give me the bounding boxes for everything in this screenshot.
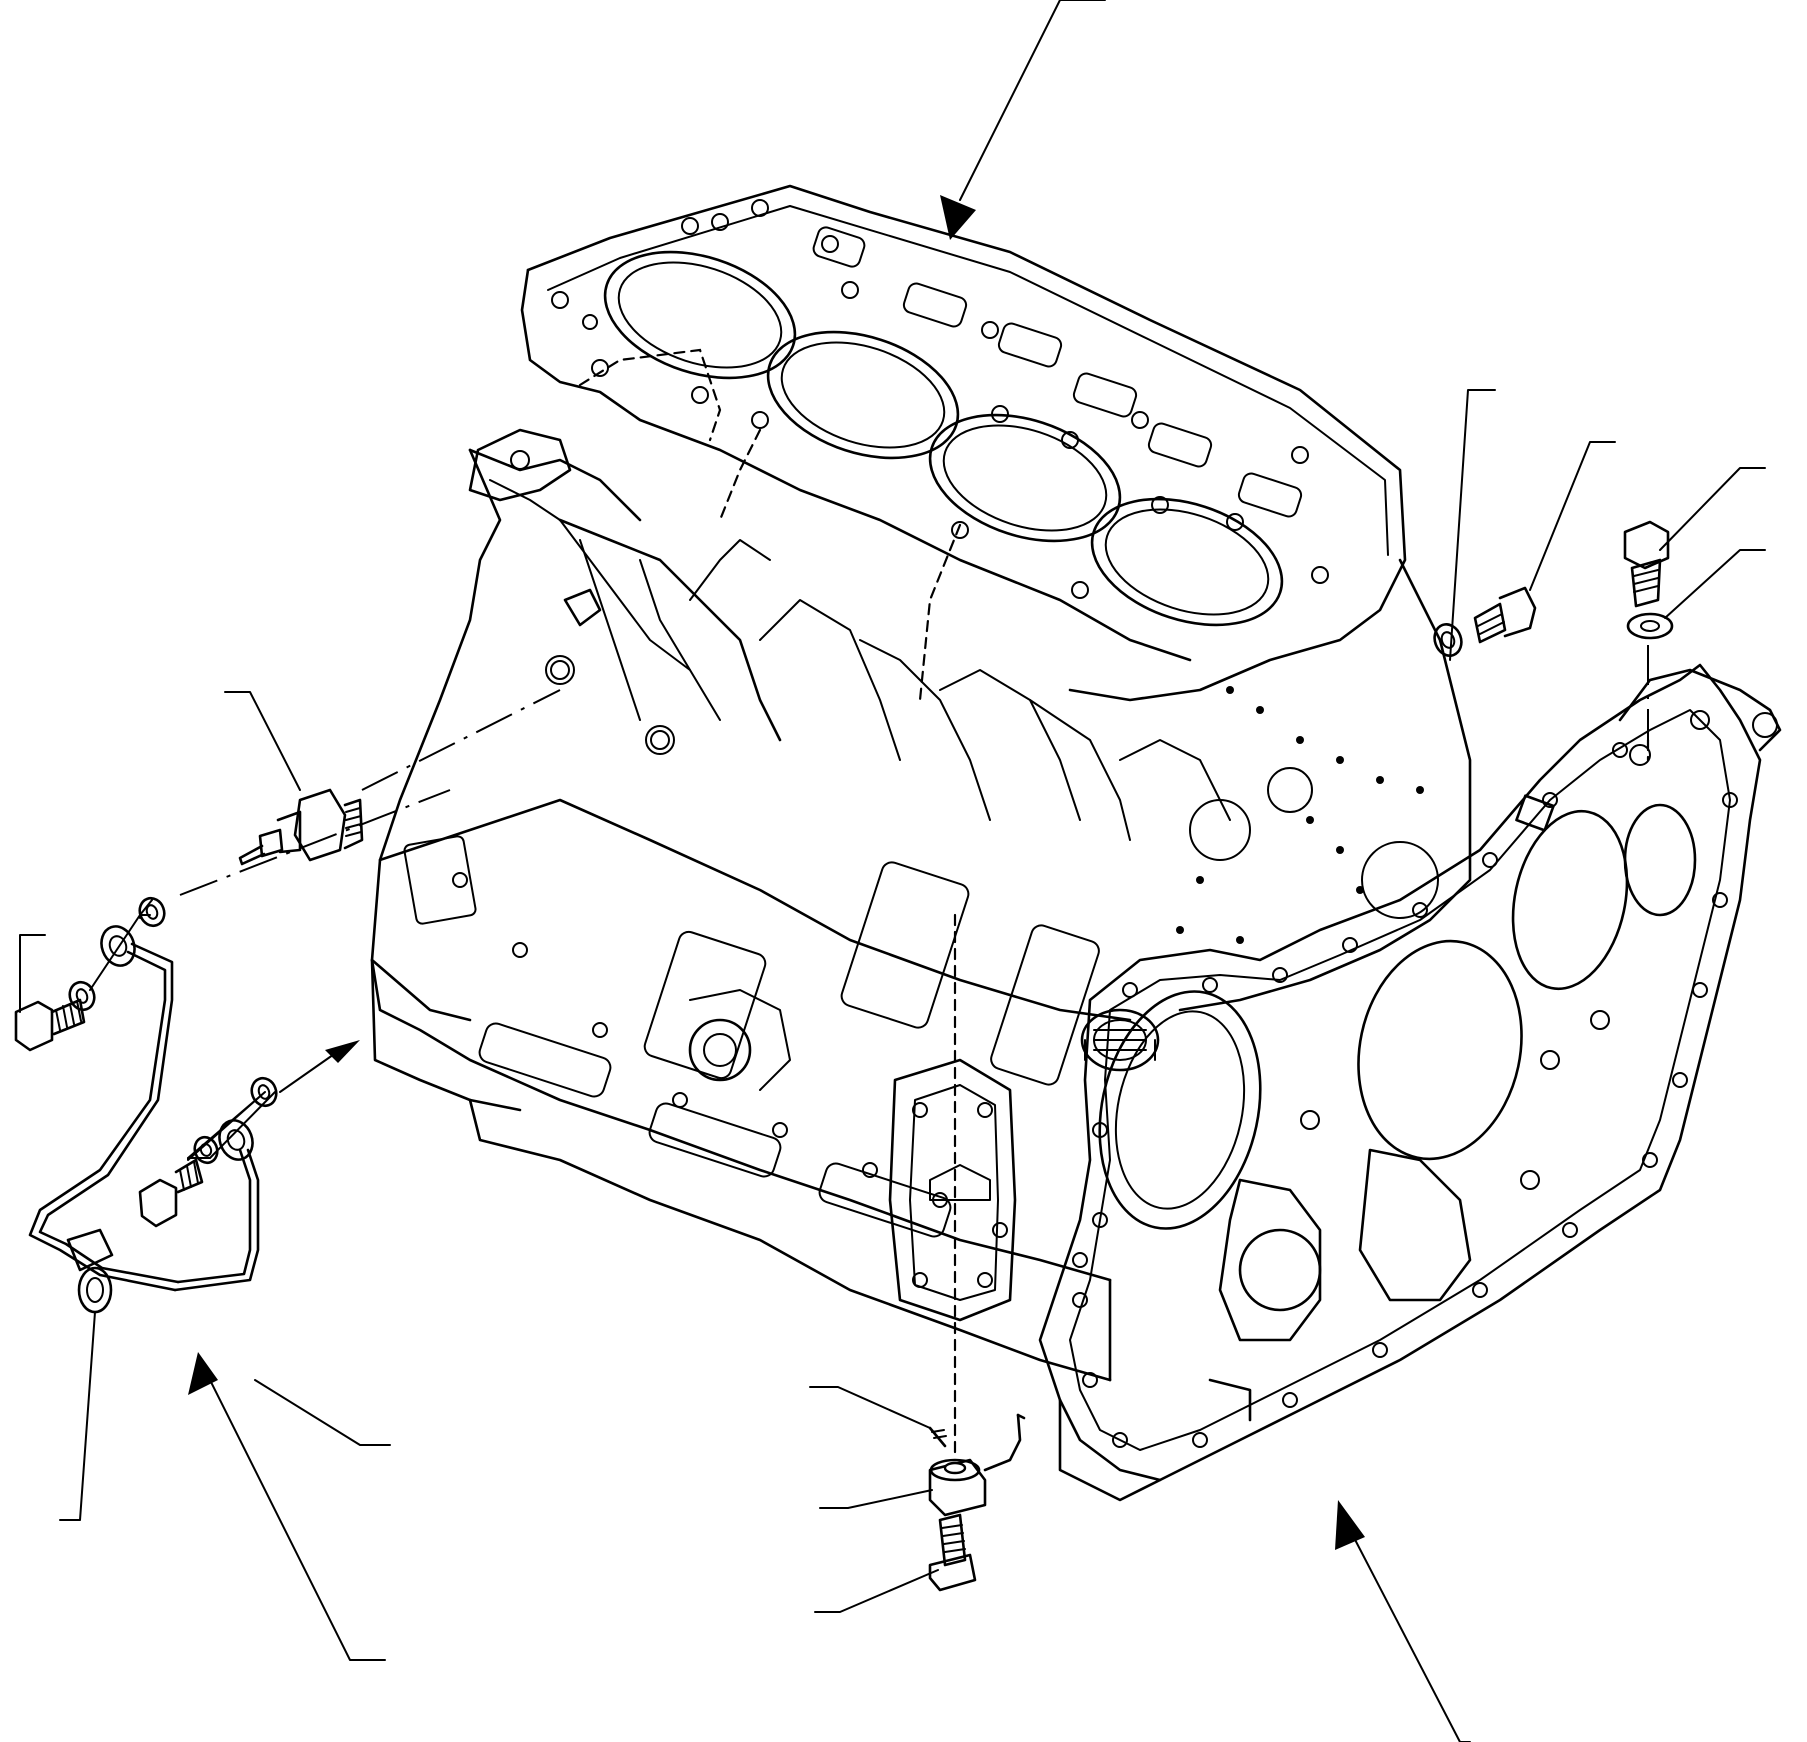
union-bolt-lower	[138, 1158, 204, 1228]
front-plate-bolt-holes	[1072, 710, 1738, 1448]
arrow-front-plate	[1335, 1500, 1365, 1550]
washer-top-right	[1626, 612, 1674, 640]
arrow-cylinder-block	[940, 195, 976, 240]
plug-washer-right	[1433, 623, 1463, 657]
cylinder-bore-2	[766, 330, 960, 460]
side-cover-plate	[888, 1058, 1017, 1322]
oil-pressure-switch	[238, 788, 364, 866]
head-bolt-holes	[551, 199, 1329, 599]
cylinder-block	[370, 184, 1472, 1382]
flange-bolt-top-right	[1623, 520, 1670, 608]
cylinder-bore-1	[603, 250, 797, 380]
washer-upper-1	[68, 980, 96, 1012]
plug-bolt-right	[1473, 586, 1537, 644]
gear-opening-cam	[1357, 939, 1523, 1161]
pipe-centre-line	[179, 789, 451, 896]
oil-pipe	[28, 925, 260, 1314]
callout-leaders	[19, 0, 1766, 1742]
washer-lower-2	[250, 1076, 278, 1108]
arrow-union-bolt	[188, 1352, 218, 1395]
gear-opening-pump	[1511, 809, 1629, 991]
gear-opening-large	[1098, 990, 1262, 1230]
drain-spring-pin	[928, 1426, 947, 1448]
cylinder-bore-4	[1090, 497, 1284, 627]
switch-centre-line	[361, 689, 561, 791]
union-bolt-upper	[14, 998, 86, 1052]
front-plate	[1038, 663, 1782, 1502]
oil-filler-neck	[1080, 1008, 1160, 1072]
drain-cock	[928, 1413, 1026, 1517]
arrow-washer-lower	[325, 1040, 360, 1063]
drain-plug-bolt	[928, 1513, 977, 1592]
cylinder-bore-3	[928, 413, 1122, 543]
